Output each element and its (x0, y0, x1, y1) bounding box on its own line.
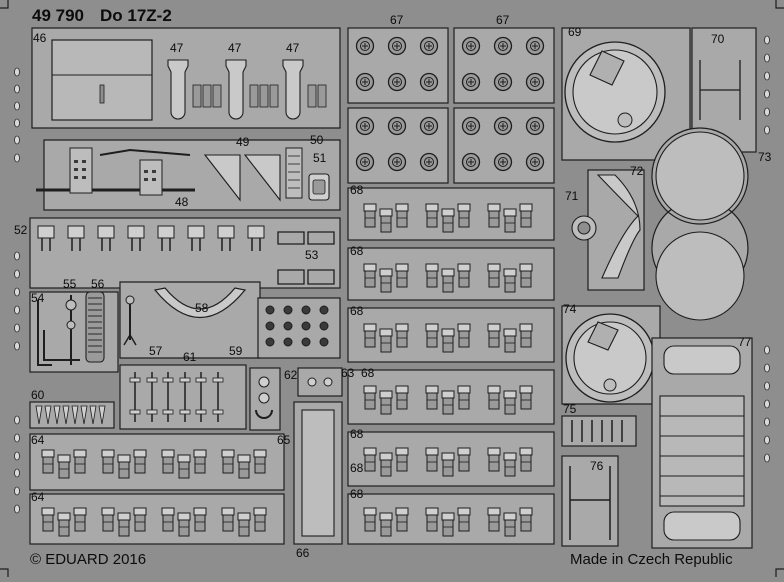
set-number: 49 790 (32, 6, 84, 25)
part-label-68f: 68 (350, 461, 364, 475)
part-label-75: 75 (563, 402, 577, 416)
part-label-55: 55 (63, 277, 77, 291)
part-52-53-panel (29, 217, 341, 289)
part-label-64b: 64 (31, 490, 45, 504)
part-67-gauges (347, 27, 555, 184)
part-label-48: 48 (175, 195, 189, 209)
part-label-56: 56 (91, 277, 105, 291)
part-label-68b: 68 (350, 244, 364, 258)
part-label-68c: 68 (350, 304, 364, 318)
part-label-60: 60 (31, 388, 45, 402)
part-46-47-panel (31, 27, 341, 129)
part-label-61: 61 (183, 350, 197, 364)
part-64-65-belts (29, 433, 285, 545)
subject-title: Do 17Z-2 (100, 6, 172, 25)
part-label-49: 49 (236, 135, 250, 149)
part-label-46: 46 (33, 31, 47, 45)
part-label-50: 50 (310, 133, 324, 147)
part-label-68e: 68 (350, 427, 364, 441)
part-60-63-panel (29, 364, 343, 431)
part-label-47c: 47 (286, 41, 300, 55)
part-label-54: 54 (31, 291, 45, 305)
part-label-66: 66 (296, 546, 310, 560)
part-label-76: 76 (590, 459, 604, 473)
origin-text: Made in Czech Republic (570, 551, 733, 568)
part-label-64a: 64 (31, 433, 45, 447)
part-label-57: 57 (149, 344, 163, 358)
part-label-47a: 47 (170, 41, 184, 55)
part-label-68a: 68 (350, 183, 364, 197)
part-label-69: 69 (568, 25, 582, 39)
part-48-51-panel (36, 139, 341, 211)
part-label-58: 58 (195, 301, 209, 315)
part-label-65: 65 (277, 433, 291, 447)
part-label-53: 53 (305, 248, 319, 262)
part-label-71: 71 (565, 189, 579, 203)
part-66 (293, 401, 343, 545)
part-label-67a: 67 (390, 13, 404, 27)
part-69-77-panel (561, 27, 757, 549)
part-label-67b: 67 (496, 13, 510, 27)
part-label-70: 70 (711, 32, 725, 46)
part-54-59-panel (29, 281, 341, 373)
part-label-63: 63 (341, 366, 355, 380)
part-label-72: 72 (630, 164, 644, 178)
part-label-77: 77 (738, 335, 752, 349)
part-label-68g: 68 (350, 487, 364, 501)
part-label-62: 62 (284, 368, 298, 382)
part-label-51: 51 (313, 151, 327, 165)
copyright-text: © EDUARD 2016 (30, 551, 147, 568)
part-label-74: 74 (563, 302, 577, 316)
part-68-belts (347, 187, 555, 545)
part-label-59: 59 (229, 344, 243, 358)
part-label-52: 52 (14, 223, 28, 237)
part-label-47b: 47 (228, 41, 242, 55)
part-label-73: 73 (758, 150, 772, 164)
part-label-68d: 68 (361, 366, 375, 380)
